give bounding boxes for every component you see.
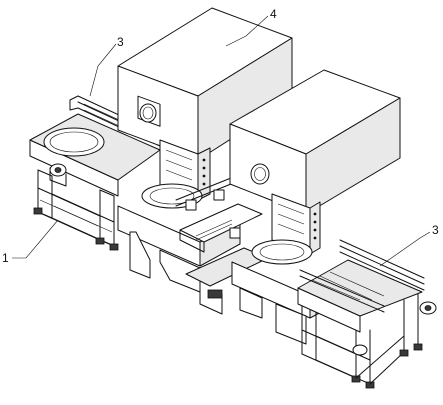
transfer-unit — [175, 175, 269, 315]
callout-leaders — [12, 15, 431, 267]
callout-label-1: 1 — [2, 251, 9, 265]
callout-label-3-left: 3 — [117, 35, 124, 49]
right-discharge-station — [297, 239, 437, 389]
callout-label-4: 4 — [270, 7, 277, 21]
callout-label-3-right: 3 — [432, 223, 439, 237]
punch-press-2 — [229, 69, 401, 345]
punch-press-1 — [117, 7, 293, 293]
